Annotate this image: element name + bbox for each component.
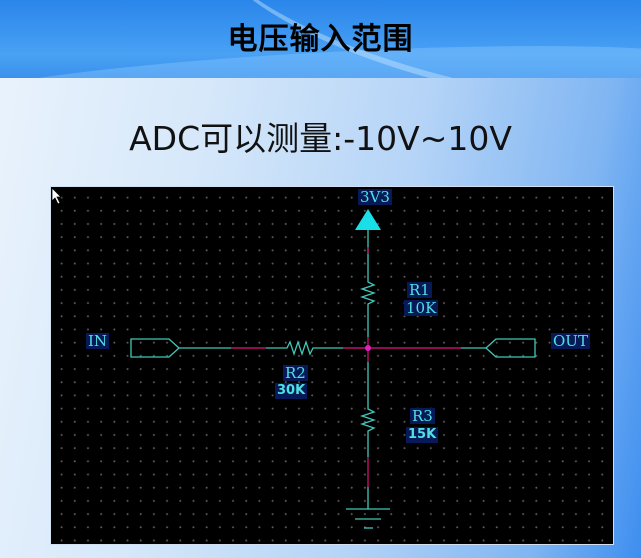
r3-ref-label: R3 [410, 407, 435, 425]
power-triangle-icon [355, 209, 381, 230]
r2-value-label: 30K [275, 383, 308, 399]
r3-value-label: 15K [406, 427, 439, 443]
slide-subtitle: ADC可以测量:-10V~10V [129, 119, 512, 158]
r1-ref-label: R1 [407, 281, 432, 299]
in-port-label: IN [86, 332, 110, 350]
in-port-icon [130, 338, 180, 358]
power-net-label: 3V3 [358, 188, 392, 206]
resistor-r3-icon [359, 405, 377, 435]
slide-title: 电压输入范围 [227, 22, 414, 57]
highlighted-net [231, 247, 461, 487]
resistor-r1-icon [359, 277, 377, 309]
out-port-label: OUT [551, 332, 590, 350]
junction-dot [365, 345, 371, 351]
out-port-icon [485, 338, 536, 358]
mouse-cursor-icon [51, 187, 62, 205]
circuit-schematic: 3V3 R1 10K IN OUT R2 30K R3 15K [50, 186, 614, 545]
r2-ref-label: R2 [283, 364, 308, 382]
r1-value-label: 10K [404, 299, 439, 317]
ground-icon [346, 508, 390, 529]
schematic-wires [130, 209, 536, 529]
slide-header: 电压输入范围 [0, 0, 641, 78]
resistor-r2-icon [283, 339, 317, 357]
